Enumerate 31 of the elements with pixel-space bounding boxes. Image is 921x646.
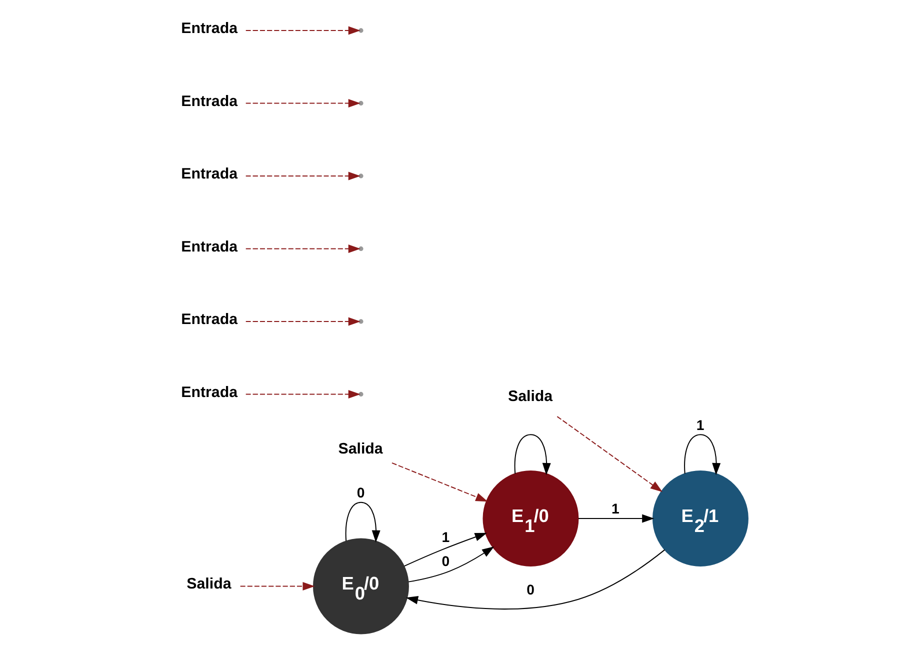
edge-label: 1 [442, 528, 450, 545]
arrow [556, 416, 662, 492]
arrow [404, 532, 488, 567]
node-text: Entrada [181, 92, 238, 110]
arrow [246, 390, 360, 398]
arrow [408, 546, 494, 582]
node-text: Entrada [181, 311, 238, 328]
edge-label: 1 [612, 500, 620, 517]
arrow [684, 434, 721, 476]
arrow [246, 172, 360, 180]
edge-label: 0 [442, 553, 450, 570]
arrow [345, 502, 380, 542]
arrow [246, 317, 360, 326]
arrow [246, 98, 360, 108]
arrow [246, 26, 360, 35]
edge-label: 0 [526, 581, 535, 598]
arrow [578, 514, 654, 523]
node-text: Entrada [181, 166, 238, 183]
arrow [240, 582, 315, 590]
edge-label: 1 [696, 416, 704, 433]
node-text: Entrada [181, 20, 238, 38]
arrow [406, 549, 665, 610]
edge-label: 0 [356, 484, 365, 500]
node-text: Entrada [181, 238, 238, 256]
arrow [246, 244, 360, 253]
arrow [514, 434, 551, 476]
node-text: Salida [186, 576, 232, 593]
arrow [392, 462, 488, 502]
node-text: Entrada [181, 384, 238, 401]
node-text: Salida [338, 440, 383, 458]
node-text: Salida [508, 388, 553, 405]
